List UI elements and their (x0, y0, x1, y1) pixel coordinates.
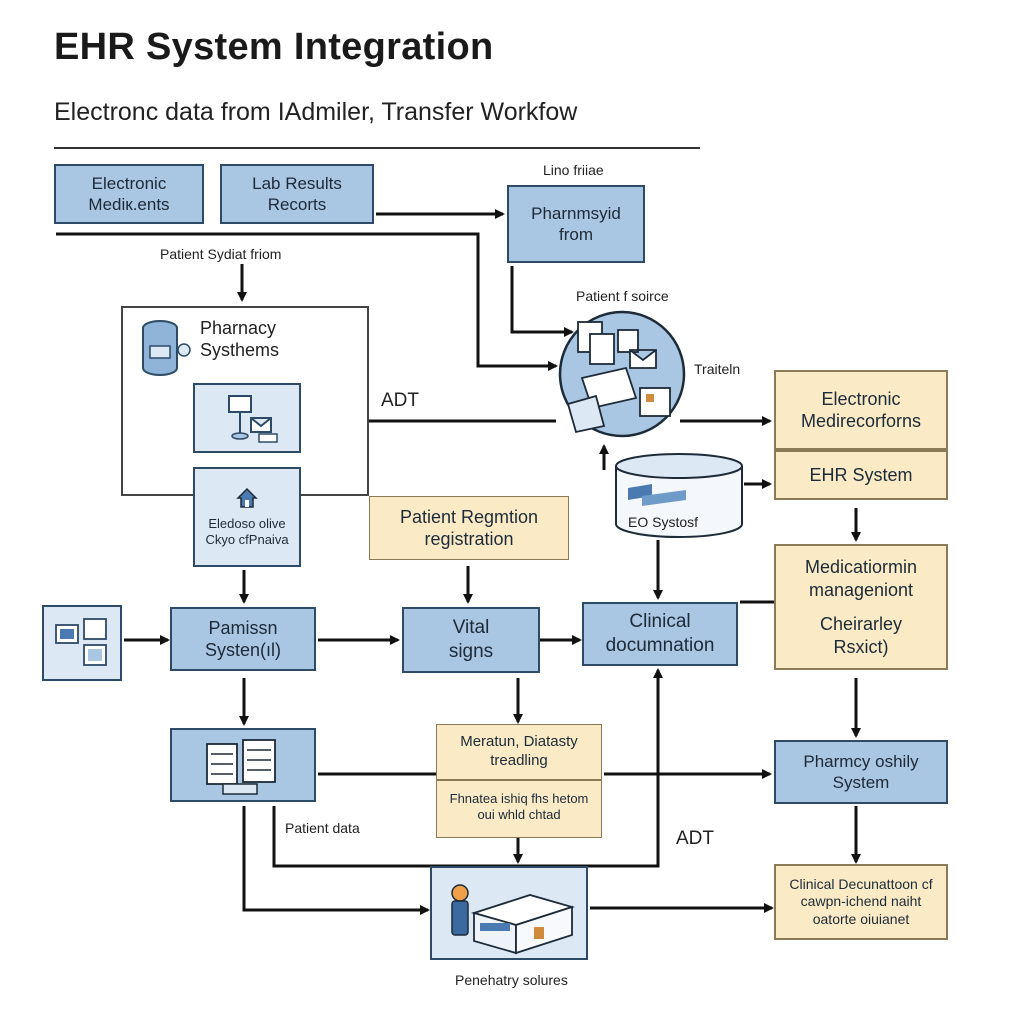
label-patient-data: Patient data (285, 820, 360, 836)
label-patient-source: Patient f soirce (576, 288, 669, 304)
clinical-documnation-box[interactable]: Clinical documnation (582, 602, 738, 666)
integration-hub-icon (558, 310, 686, 438)
facility-icon-tile[interactable] (430, 866, 588, 960)
pharmacy-systhems-label: Pharnacy Systhems (200, 318, 280, 360)
patient-regmtion-box[interactable]: Patient Regmtion registration (369, 496, 569, 560)
eledosc-box[interactable]: Eledoso olive Ckyo cfPnaiva (193, 467, 301, 567)
servers-icon-tile[interactable] (170, 728, 316, 802)
lab-results-label: Lab Results Recorts (252, 173, 342, 214)
label-patient-sydiat: Patient Sydiat friom (160, 246, 282, 262)
ehr-system-box[interactable]: EHR System (774, 450, 948, 500)
network-messaging-icon (228, 395, 278, 443)
vital-signs-label: Vital signs (448, 617, 494, 662)
medicatiormin-sub: Cheirarley Rsxict) (819, 614, 903, 657)
meratun-sub: Fhnatea ishiq fhs hetom oui whld chtad (449, 791, 589, 823)
pamissn-label: Pamissn Systen(ıl) (204, 617, 282, 661)
clinical-documnation-label: Clinical documnation (605, 611, 715, 656)
meratun-box[interactable]: Meratun, Diatasty treadling Fhnatea ishi… (436, 724, 602, 838)
eo-systosf-label: EO Systosf (628, 514, 699, 530)
clinical-decunattoon-box[interactable]: Clinical Decunattoon cf cawpn-ichend nai… (774, 864, 948, 940)
servers-icon (206, 739, 276, 795)
title-divider (54, 147, 700, 149)
lab-results-box[interactable]: Lab Results Recorts (220, 164, 374, 224)
pharmsyid-label: Pharnmsyid from (531, 203, 621, 244)
patient-regmtion-sub: registration (424, 529, 514, 549)
eo-systosf-cylinder[interactable] (612, 452, 746, 540)
arrow-servers-to-building (242, 806, 430, 915)
label-adt-bottom: ADT (676, 828, 714, 849)
electronic-medikents-label: Electronic Mediк.ents (88, 173, 170, 214)
meratun-divider (437, 779, 601, 781)
arrow-top-line-to-hub (56, 232, 558, 371)
pamissn-box[interactable]: Pamissn Systen(ıl) (170, 607, 316, 671)
devices-icon-tile[interactable] (42, 605, 122, 681)
label-traiteln: Traiteln (694, 361, 741, 377)
home-icon (236, 487, 258, 508)
label-penehatry-solures: Penehatry solures (455, 972, 568, 988)
pharmacy-oshily-label: Pharmcy oshily System (803, 751, 919, 792)
page-subtitle: Electronc data from IAdmiler, Transfer W… (54, 98, 578, 126)
label-lino-friiae: Lino friiae (543, 162, 604, 178)
medicatiormin-title: Medicatiormin manageniont (804, 557, 918, 600)
facility-building-icon (451, 884, 576, 955)
devices-icon (55, 618, 107, 666)
electronic-medikents-box[interactable]: Electronic Mediк.ents (54, 164, 204, 224)
ehr-system-label: EHR System (809, 464, 913, 485)
messaging-icon-tile[interactable] (193, 383, 301, 453)
database-icon (142, 320, 191, 376)
eledosc-label: Eledoso olive Ckyo cfPnaiva (205, 515, 289, 547)
page-title: EHR System Integration (54, 26, 494, 68)
pharmacy-oshily-box[interactable]: Pharmcy oshily System (774, 740, 948, 804)
electronic-medi-recorfons-box[interactable]: Electronic Medirecorforns (774, 370, 948, 450)
vital-signs-box[interactable]: Vital signs (402, 607, 540, 673)
patient-regmtion-title: Patient Regmtion (399, 506, 539, 527)
electronic-medi-recorfons-label: Electronic Medirecorforns (800, 388, 922, 432)
label-adt-top: ADT (381, 390, 419, 411)
arrow-pharmsyid-to-hub (510, 266, 574, 337)
clinical-decunattoon-label: Clinical Decunattoon cf cawpn-ichend nai… (789, 875, 933, 927)
meratun-title: Meratun, Diatasty treadling (460, 733, 578, 769)
medicatiormin-box[interactable]: Medicatiormin manageniont Cheirarley Rsx… (774, 544, 948, 670)
pharmsyid-box[interactable]: Pharnmsyid from (507, 185, 645, 263)
